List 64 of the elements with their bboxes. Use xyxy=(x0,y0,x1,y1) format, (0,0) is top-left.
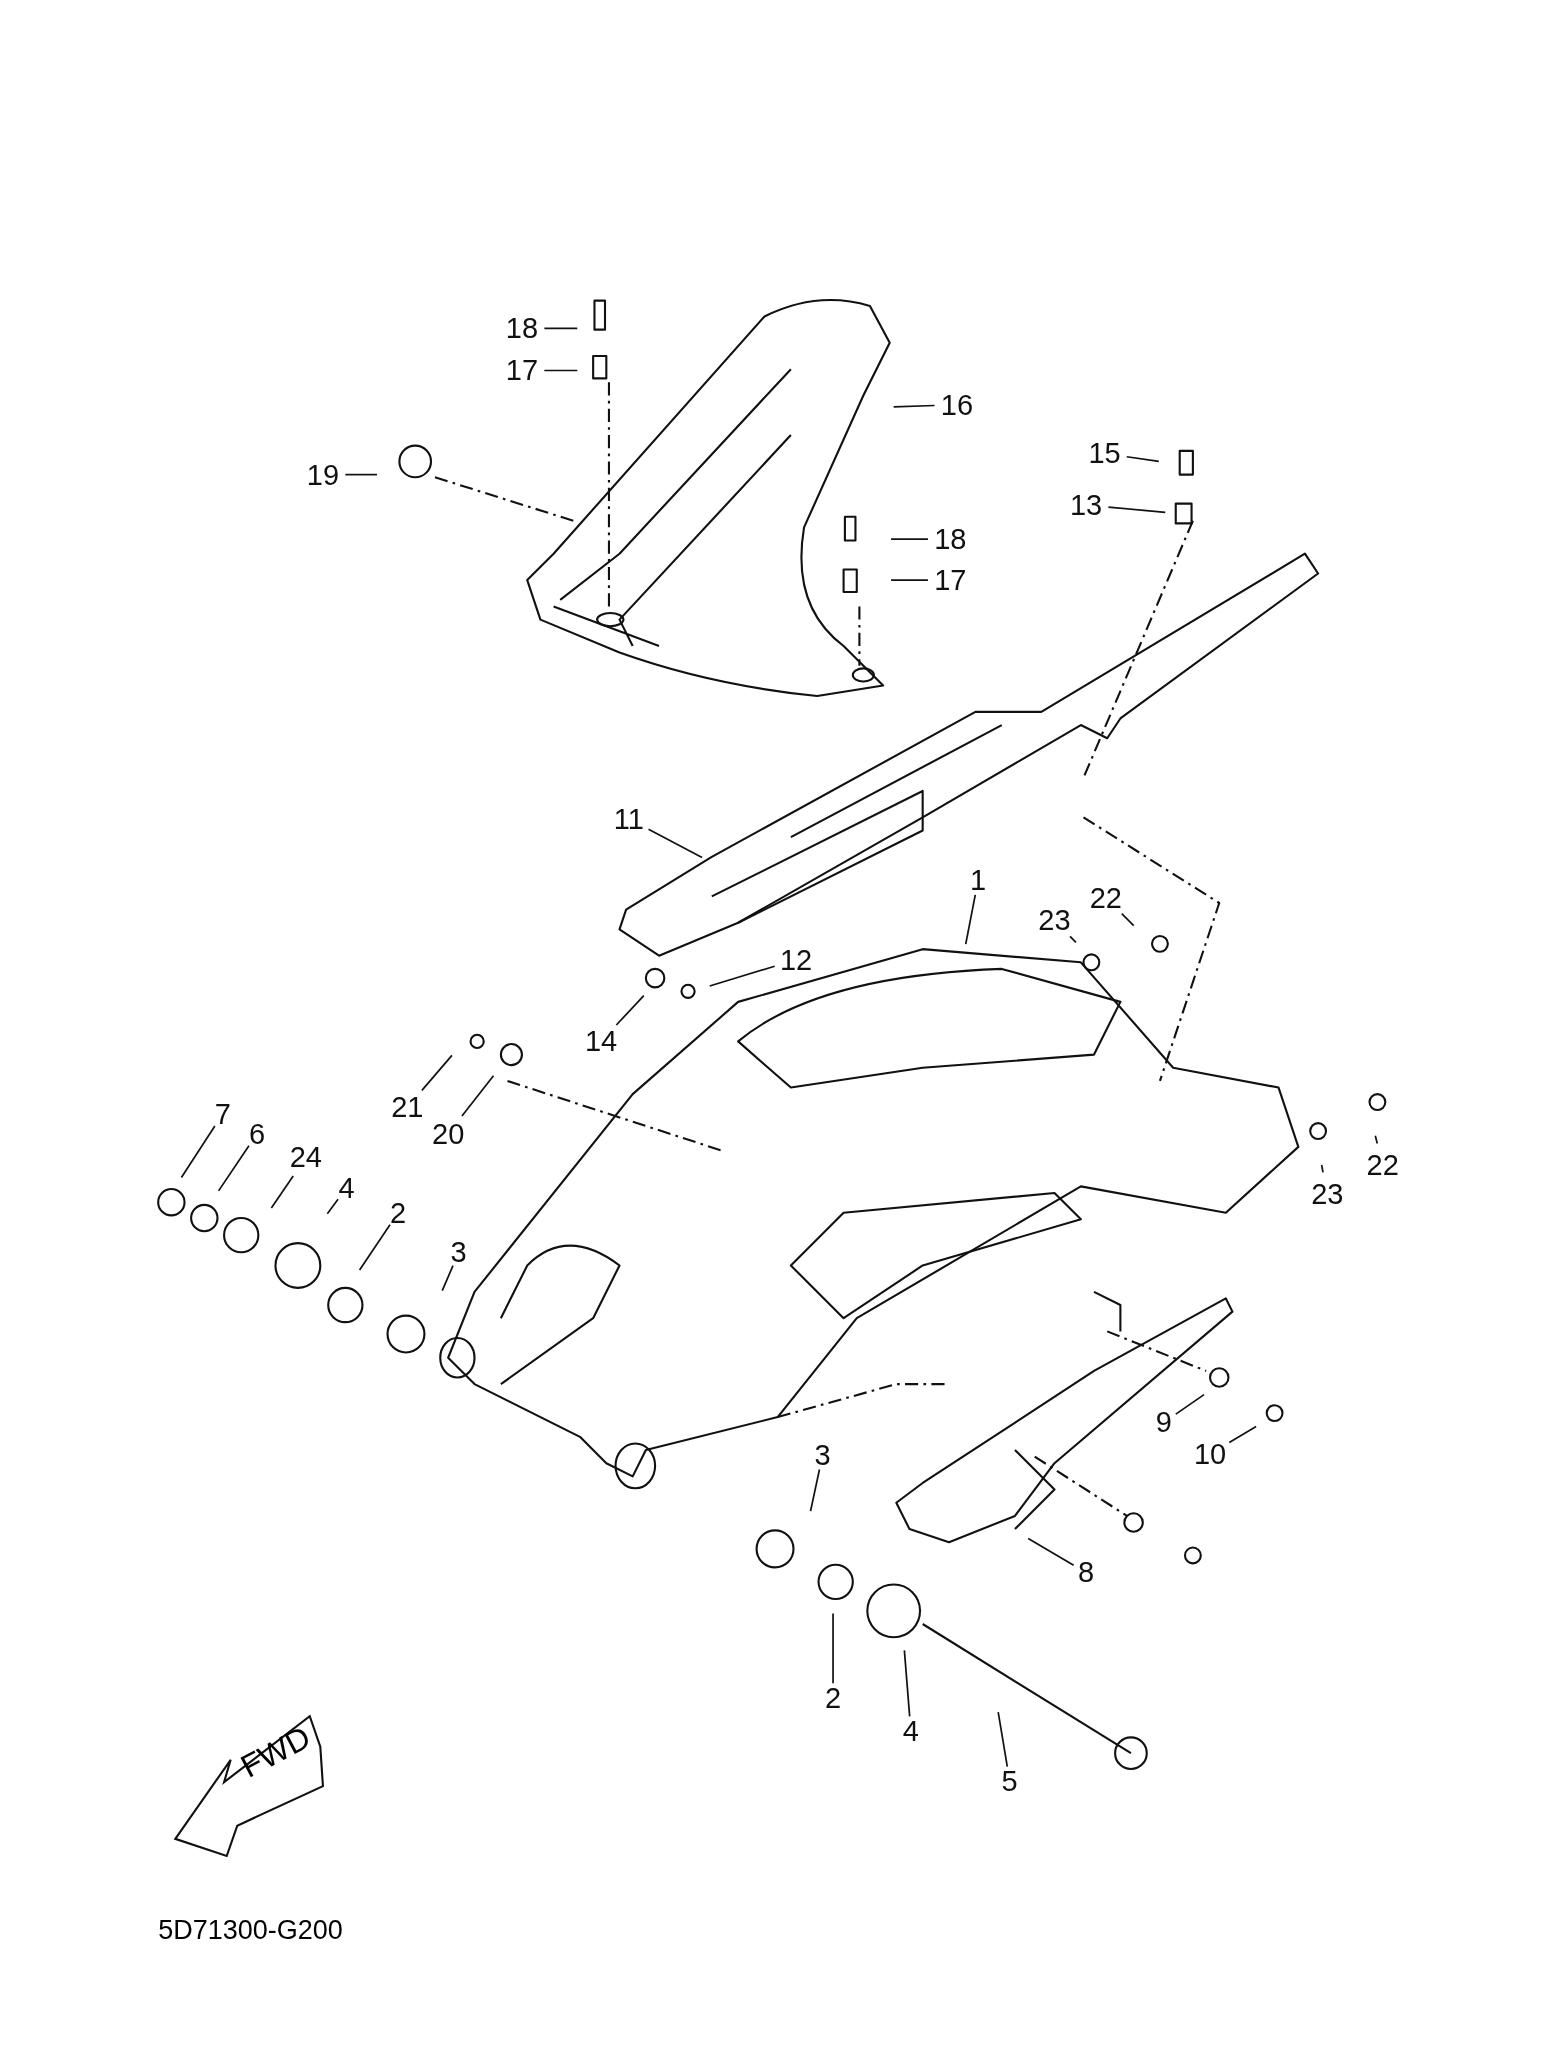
leader-line xyxy=(1174,1393,1205,1415)
diagram-code: 5D71300-G200 xyxy=(158,1915,343,1947)
callout-number: 6 xyxy=(247,1118,267,1149)
leader-line xyxy=(270,1175,295,1209)
leader-line xyxy=(708,965,776,987)
leader-line xyxy=(358,1223,391,1271)
callout-number: 2 xyxy=(823,1682,843,1713)
leader-line xyxy=(1125,455,1160,463)
leader-line xyxy=(892,404,936,408)
callout-number: 17 xyxy=(504,355,540,386)
callout-number: 16 xyxy=(939,389,975,420)
leader-line xyxy=(1320,1164,1324,1174)
leader-line xyxy=(997,1711,1009,1768)
callout-number: 22 xyxy=(1088,882,1123,913)
callout-number: 12 xyxy=(779,944,814,975)
callout-number: 22 xyxy=(1365,1150,1400,1181)
callout-number: 13 xyxy=(1069,489,1104,520)
leader-line xyxy=(180,1125,216,1179)
callout-number: 8 xyxy=(1077,1557,1096,1588)
callout-number: 2 xyxy=(389,1197,408,1228)
leader-line xyxy=(647,828,703,859)
direction-label: FWD xyxy=(234,1718,317,1786)
callout-number: 1 xyxy=(968,865,988,896)
leader-line xyxy=(461,1074,495,1117)
callout-number: 9 xyxy=(1154,1407,1173,1438)
callout-number: 4 xyxy=(901,1715,920,1746)
leader-line xyxy=(1027,1537,1075,1567)
callout-number: 10 xyxy=(1192,1438,1228,1469)
leader-line xyxy=(832,1612,834,1685)
leader-line xyxy=(1107,506,1167,514)
callout-number: 21 xyxy=(390,1092,425,1123)
leader-line xyxy=(1228,1425,1257,1444)
callout-number: 11 xyxy=(612,803,645,834)
leader-line xyxy=(543,327,579,330)
callout-number: 3 xyxy=(449,1237,468,1268)
callout-number: 4 xyxy=(337,1172,356,1203)
leader-line xyxy=(890,579,929,581)
callout-number: 23 xyxy=(1037,905,1072,936)
leader-line xyxy=(326,1198,339,1215)
leader-line xyxy=(1374,1134,1379,1145)
callout-number: 7 xyxy=(213,1098,232,1129)
leader-line xyxy=(344,473,378,476)
leader-line xyxy=(890,538,929,541)
callout-number: 18 xyxy=(504,313,540,344)
callout-number: 23 xyxy=(1310,1179,1345,1210)
callout-number: 18 xyxy=(933,524,968,555)
leader-line xyxy=(441,1264,454,1292)
leader-line xyxy=(1069,935,1077,944)
leader-line xyxy=(217,1144,250,1192)
callout-number: 15 xyxy=(1087,438,1122,469)
callout-number: 17 xyxy=(933,564,968,595)
leader-line xyxy=(964,893,977,946)
leader-line xyxy=(615,994,645,1026)
callout-number: 19 xyxy=(305,459,341,490)
leader-line xyxy=(421,1054,453,1092)
callout-number: 5 xyxy=(1000,1765,1019,1796)
leader-line xyxy=(903,1649,911,1718)
leader-line xyxy=(809,1468,821,1512)
callout-number: 14 xyxy=(583,1026,619,1057)
callout-number: 20 xyxy=(431,1118,466,1149)
leader-line xyxy=(1120,912,1135,927)
callout-number: 24 xyxy=(288,1142,323,1173)
leader-line xyxy=(543,369,579,372)
callout-number: 3 xyxy=(813,1440,832,1471)
